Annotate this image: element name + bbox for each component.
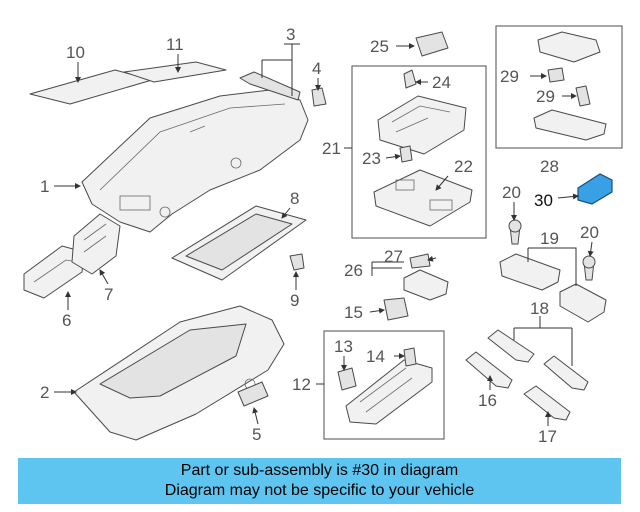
- callout-8: 8: [290, 189, 299, 208]
- group-box-21: [351, 65, 487, 239]
- part-5-lamp: [237, 381, 269, 407]
- callout-19: 19: [540, 229, 559, 248]
- callout-5: 5: [252, 425, 261, 444]
- part-3-trim: [239, 71, 301, 101]
- part-22-plate: [373, 169, 473, 227]
- part-12-visor: [345, 359, 433, 425]
- banner-line-2: Diagram may not be specific to your vehi…: [164, 482, 475, 499]
- callout-14: 14: [366, 347, 385, 366]
- group-box-28: [495, 25, 623, 149]
- callout-28: 28: [540, 157, 559, 176]
- part-19-bracket-b: [559, 283, 607, 323]
- part-18-handle-a: [487, 329, 535, 363]
- part-1-headliner: [81, 89, 309, 233]
- callout-1: 1: [40, 177, 49, 196]
- info-banner: Part or sub-assembly is #30 in diagram D…: [18, 458, 621, 504]
- banner-line-1: Part or sub-assembly is #30 in diagram: [180, 462, 459, 479]
- callout-29b: 29: [536, 87, 555, 106]
- callout-4: 4: [312, 59, 321, 78]
- callout-24: 24: [432, 73, 451, 92]
- callout-10: 10: [66, 43, 85, 62]
- part-18-handle-b: [543, 355, 589, 391]
- callout-13: 13: [334, 337, 353, 356]
- part-13-clip: [337, 367, 357, 391]
- part-4-clip: [311, 87, 327, 107]
- callout-29a: 29: [500, 67, 519, 86]
- callout-15: 15: [344, 303, 363, 322]
- callout-9: 9: [290, 291, 299, 310]
- callout-27: 27: [384, 247, 403, 266]
- part-24-bulb: [403, 69, 417, 89]
- part-23-bulb: [399, 145, 413, 163]
- part-16-handle: [465, 351, 513, 389]
- part-21-console: [377, 95, 467, 155]
- callout-18: 18: [530, 299, 549, 318]
- callout-11: 11: [166, 35, 184, 54]
- callout-2: 2: [40, 383, 49, 402]
- callout-30: 30: [534, 191, 553, 210]
- group-box-12: [323, 330, 445, 440]
- callout-20b: 20: [580, 223, 599, 242]
- part-9-clip: [289, 253, 305, 271]
- callout-3: 3: [286, 25, 295, 44]
- part-17-handle: [523, 385, 571, 421]
- part-30-highlighted: [577, 173, 613, 205]
- part-6-bracket: [23, 245, 85, 299]
- callout-20a: 20: [502, 183, 521, 202]
- callout-17: 17: [538, 427, 557, 446]
- callout-12: 12: [292, 375, 311, 394]
- part-7-bracket: [71, 213, 121, 275]
- part-27-bulb: [409, 253, 431, 269]
- part-14-clip: [403, 347, 417, 367]
- callout-21: 21: [322, 139, 341, 158]
- callout-16: 16: [478, 391, 497, 410]
- part-19-bracket-a: [499, 253, 561, 291]
- part-28-lens: [533, 109, 607, 141]
- part-25-lamp: [415, 31, 449, 57]
- callout-23: 23: [362, 149, 381, 168]
- callout-7: 7: [104, 285, 113, 304]
- callout-22: 22: [454, 157, 473, 176]
- diagram-canvas: 1 2 3 4 5 6 7 8 9 10 11 12 13 14 15 16 1…: [23, 25, 623, 446]
- part-28-housing: [537, 31, 601, 63]
- part-29-bulb-a: [547, 67, 565, 83]
- callout-6: 6: [62, 311, 71, 330]
- part-29-bulb-b: [575, 85, 591, 107]
- callout-25: 25: [370, 37, 389, 56]
- part-26-lamp: [403, 269, 449, 301]
- callout-26: 26: [344, 261, 363, 280]
- part-15-switch: [383, 297, 409, 321]
